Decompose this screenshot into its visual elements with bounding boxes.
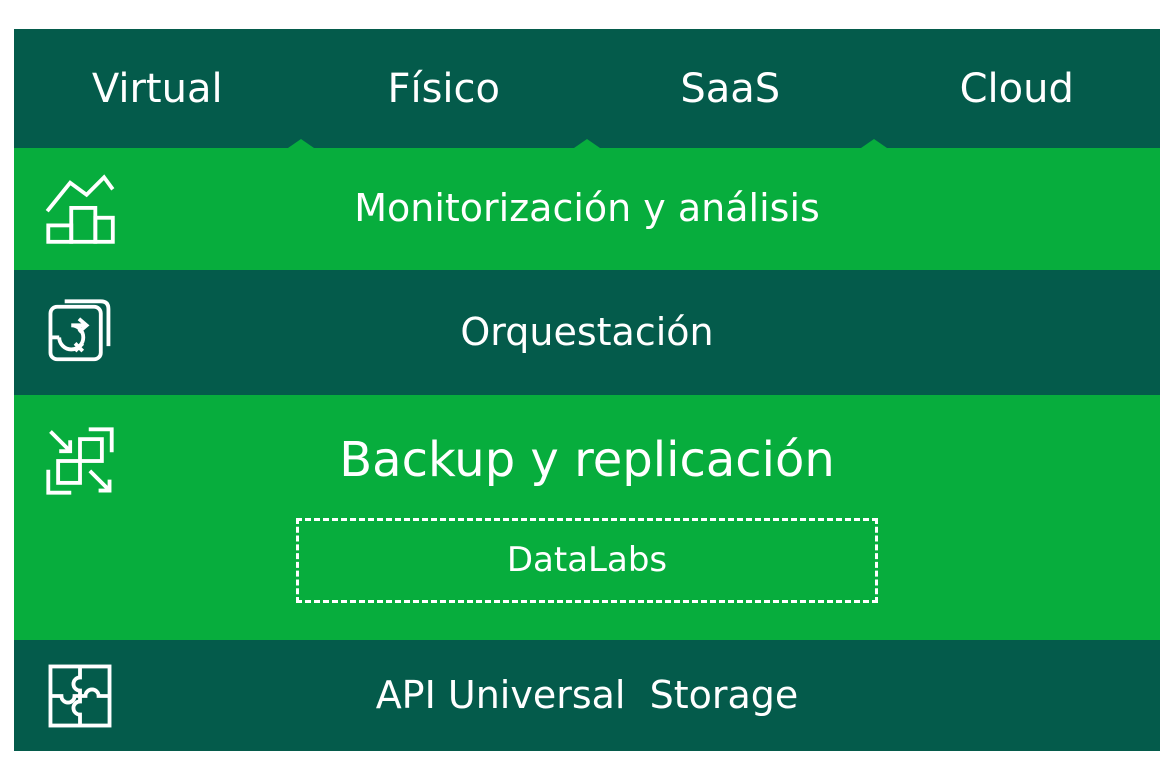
- row-api-universal-storage[interactable]: API Universal Storage: [14, 640, 1160, 751]
- datalabs-box[interactable]: DataLabs: [296, 517, 878, 603]
- row-label: Orquestación: [460, 309, 714, 354]
- platform-tabs-bar: Virtual Físico SaaS Cloud: [14, 29, 1160, 148]
- monitoring-chart-icon: [45, 174, 115, 244]
- backup-replication-icon: [45, 426, 115, 496]
- api-puzzle-icon: [45, 661, 115, 731]
- tab-divider-notch: [287, 139, 314, 148]
- row-label: API Universal Storage: [375, 672, 799, 717]
- row-monitoring-analysis[interactable]: Monitorización y análisis: [14, 148, 1160, 270]
- row-orchestration[interactable]: Orquestación: [14, 270, 1160, 395]
- tab-virtual[interactable]: Virtual: [91, 65, 223, 112]
- tab-saas[interactable]: SaaS: [680, 65, 781, 112]
- row-backup-replication[interactable]: Backup y replicación DataLabs: [14, 395, 1160, 640]
- tab-fisico[interactable]: Físico: [387, 65, 501, 112]
- row-label: Monitorización y análisis: [354, 186, 820, 231]
- row-label: Backup y replicación: [339, 432, 835, 489]
- tab-cloud[interactable]: Cloud: [959, 65, 1074, 112]
- platform-diagram-panel: Virtual Físico SaaS Cloud Monitorización…: [14, 29, 1160, 751]
- orchestration-playbook-icon: [45, 298, 115, 368]
- tab-divider-notch: [860, 139, 887, 148]
- tab-divider-notch: [574, 139, 600, 148]
- datalabs-label: DataLabs: [506, 540, 668, 581]
